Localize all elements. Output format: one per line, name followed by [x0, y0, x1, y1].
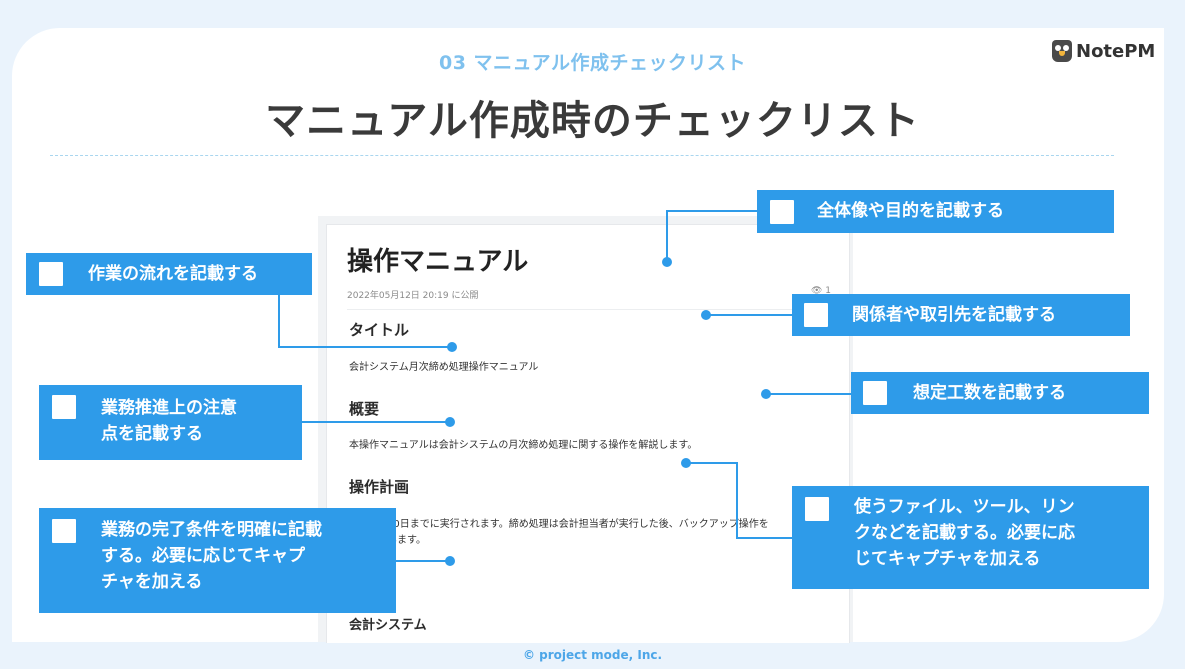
callout-completion-text: 業務の完了条件を明確に記載 する。必要に応じてキャプ チャを加える [101, 520, 322, 592]
document-rule [347, 309, 827, 310]
connector-dot-completion [445, 556, 455, 566]
view-count: 👁 1 [811, 286, 831, 296]
connector-dot-cautions [445, 417, 455, 427]
slide-title: マニュアル作成時のチェックリスト [265, 98, 920, 144]
checkbox-icon [805, 497, 829, 521]
callout-estimated-effort: 想定工数を記載する [851, 372, 1149, 414]
callout-workflow: 作業の流れを記載する [26, 253, 312, 295]
callout-tools-links: 使うファイル、ツール、リン クなどを記載する。必要に応 じてキャプチャを加える [792, 486, 1149, 589]
connector-dot-stakeholders [701, 310, 711, 320]
section-heading-title: タイトル [349, 321, 410, 339]
checkbox-icon [804, 303, 828, 327]
callout-completion: 業務の完了条件を明確に記載 する。必要に応じてキャプ チャを加える [39, 508, 396, 613]
document-date: 2022年05月12日 20:19 に公開 [347, 291, 479, 301]
section-body-plan-line2: て行います。 [367, 535, 426, 546]
checkbox-icon [863, 381, 887, 405]
callout-stakeholders-text: 関係者や取引先を記載する [852, 305, 1056, 325]
section-heading-plan: 操作計画 [349, 478, 410, 496]
owl-logo-icon [1052, 40, 1072, 62]
connector-workflow [278, 295, 452, 348]
callout-tools-links-text: 使うファイル、ツール、リン クなどを記載する。必要に応 じてキャプチャを加える [854, 497, 1075, 569]
checkbox-icon [770, 200, 794, 224]
copyright: © project mode, Inc. [522, 648, 663, 662]
section-body-overview: 本操作マニュアルは会計システムの月次締め処理に関する操作を解説します。 [349, 440, 698, 451]
connector-dot-overview [662, 257, 672, 267]
section-heading-overview: 概要 [349, 400, 380, 418]
brand-logo: NotePM [1052, 38, 1155, 64]
brand-name: NotePM [1076, 40, 1156, 62]
checkbox-icon [52, 395, 76, 419]
view-count-value: 1 [825, 286, 831, 296]
callout-overview-purpose-text: 全体像や目的を記載する [817, 201, 1004, 221]
callout-overview-purpose: 全体像や目的を記載する [757, 190, 1114, 233]
eye-icon: 👁 [810, 286, 823, 296]
section-heading-system: 会計システム [349, 618, 427, 633]
callout-cautions: 業務推進上の注意 点を記載する [39, 385, 302, 460]
manual-document: 操作マニュアル 2022年05月12日 20:19 に公開 👁 1 タイトル 会… [326, 224, 850, 643]
section-body-title: 会計システム月次締め処理操作マニュアル [349, 362, 539, 373]
checkbox-icon [52, 519, 76, 543]
section-body-plan-line1: 毎月10日までに実行されます。締め処理は会計担当者が実行した後、バックアップ操作… [367, 519, 769, 530]
callout-cautions-text: 業務推進上の注意 点を記載する [101, 398, 237, 444]
connector-dot-effort [761, 389, 771, 399]
callout-workflow-text: 作業の流れを記載する [88, 264, 258, 284]
callout-stakeholders: 関係者や取引先を記載する [792, 294, 1130, 336]
connector-overview [666, 210, 757, 262]
connector-dot-tools [681, 458, 691, 468]
connector-tools [686, 462, 792, 539]
callout-estimated-effort-text: 想定工数を記載する [913, 383, 1066, 403]
dashed-divider [50, 155, 1114, 156]
connector-dot-workflow [447, 342, 457, 352]
slide-subtitle: 03 マニュアル作成チェックリスト [439, 52, 746, 74]
checkbox-icon [39, 262, 63, 286]
document-title: 操作マニュアル [347, 247, 529, 277]
